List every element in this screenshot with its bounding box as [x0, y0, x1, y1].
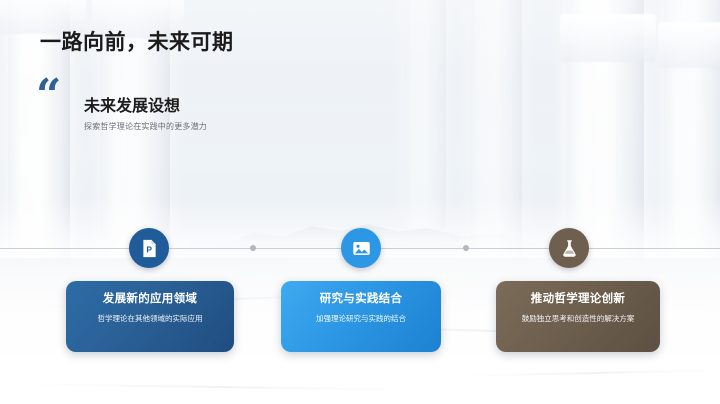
card-description: 加强理论研究与实践的结合: [316, 314, 406, 323]
background-column-capital: [658, 22, 720, 68]
quote-mark-icon: “: [36, 70, 62, 121]
quote-heading: 未来发展设想: [84, 98, 181, 115]
background-column-capital: [0, 0, 86, 34]
card-title: 发展新的应用领域: [102, 293, 198, 305]
flask-beaker-icon[interactable]: [549, 228, 589, 268]
presentation-file-icon[interactable]: P: [129, 228, 169, 268]
card-description: 鼓励独立思考和创造性的解决方案: [521, 314, 635, 323]
timeline-dot-2: [463, 245, 469, 251]
background-column: [404, 0, 446, 228]
card-title: 推动哲学理论创新: [530, 293, 626, 305]
image-picture-icon[interactable]: [341, 228, 381, 268]
card-item[interactable]: 推动哲学理论创新 鼓励独立思考和创造性的解决方案: [496, 281, 660, 352]
quote-block: “ 未来发展设想 探索哲学理论在实践中的更多潜力: [36, 74, 336, 150]
quote-subtitle: 探索哲学理论在实践中的更多潜力: [84, 122, 207, 131]
timeline-dot-1: [250, 245, 256, 251]
card-item[interactable]: 研究与实践结合 加强理论研究与实践的结合: [281, 281, 441, 352]
card-description: 哲学理论在其他领域的实际应用: [97, 314, 203, 323]
card-title: 研究与实践结合: [319, 293, 403, 305]
page-title: 一路向前，未来可期: [40, 31, 234, 54]
card-item[interactable]: 发展新的应用领域 哲学理论在其他领域的实际应用: [66, 281, 234, 352]
svg-text:P: P: [146, 244, 152, 254]
background-column-capital: [560, 14, 656, 62]
background-column-capital: [92, 0, 184, 38]
